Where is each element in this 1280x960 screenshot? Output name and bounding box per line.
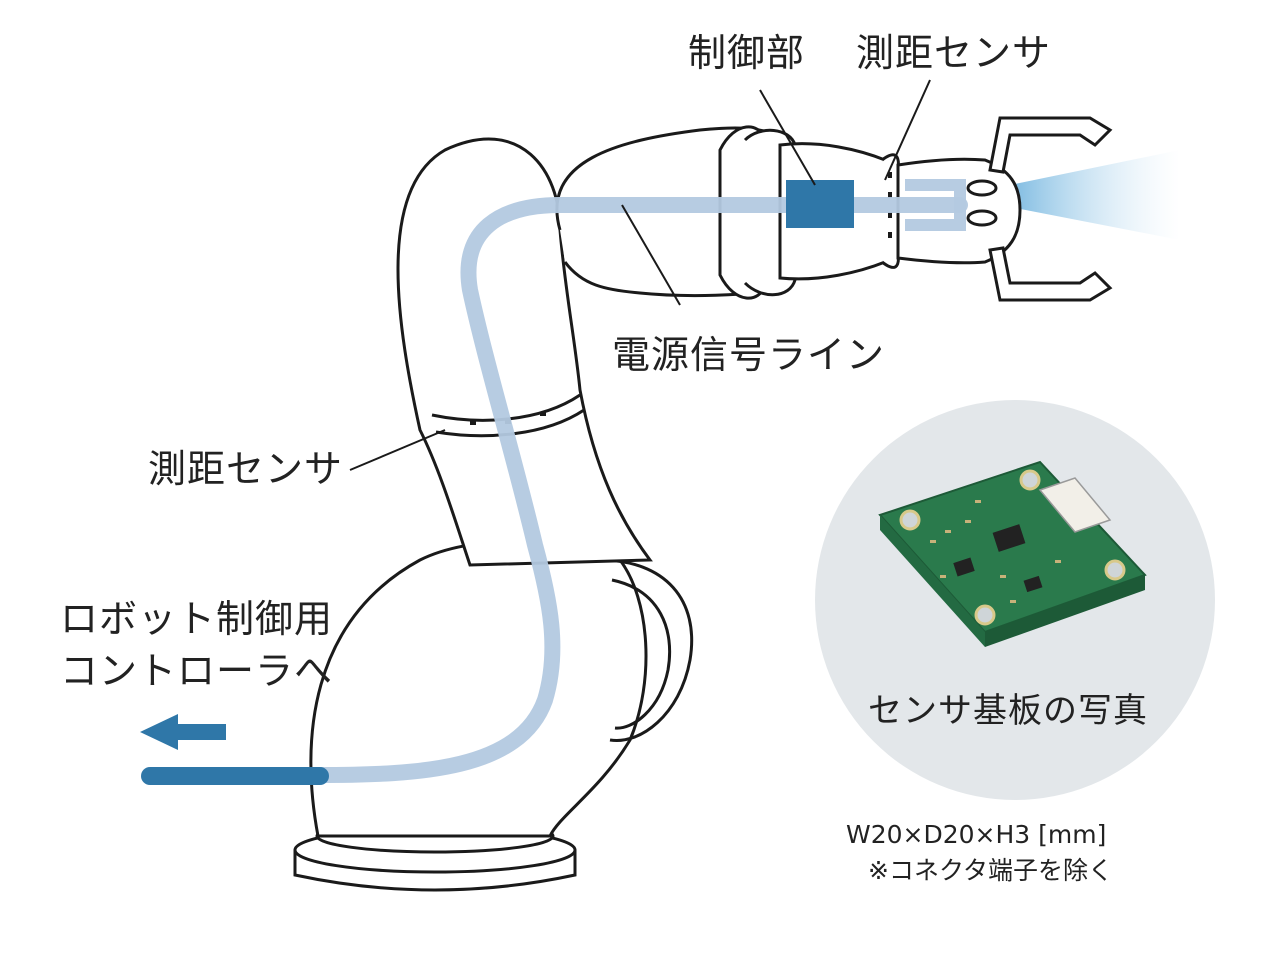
label-power-signal-line: 電源信号ライン (612, 333, 886, 377)
board-note: ※コネクタ端子を除く (868, 856, 1113, 885)
label-control-unit: 制御部 (688, 31, 806, 75)
arrow-left-icon (140, 714, 226, 750)
leader-lines (349, 79, 931, 471)
board-dimensions: W20×D20×H3 [mm] (846, 820, 1107, 849)
label-to-controller-2: コントローラへ (60, 649, 334, 693)
control-unit-block (786, 180, 854, 228)
label-to-controller-1: ロボット制御用 (60, 597, 334, 641)
label-distance-sensor-left: 測距センサ (148, 447, 344, 491)
sensor-beam (1005, 150, 1180, 240)
robot-base (293, 539, 694, 892)
gripper (966, 116, 1113, 302)
power-signal-line (310, 197, 968, 783)
label-distance-sensor-top: 測距センサ (856, 31, 1052, 75)
sensor-board-image (878, 460, 1147, 647)
board-photo-caption: センサ基板の写真 (868, 691, 1148, 731)
sensor-line-loop (905, 179, 966, 231)
